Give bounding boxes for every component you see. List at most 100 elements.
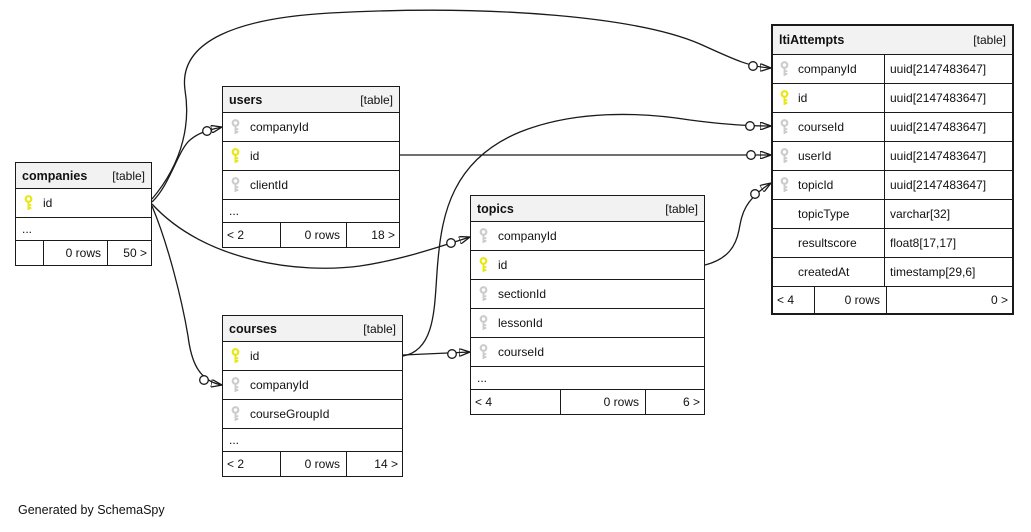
foreign-key-icon [478,344,489,360]
generator-note: Generated by SchemaSpy [18,503,165,517]
table-users-title[interactable]: users [229,92,263,107]
edge-courses-id-to-ltiattempts-courseid [402,113,771,357]
column-row: id [223,342,402,371]
foreign-key-icon [478,228,489,244]
column-type: uuid[2147483647] [890,149,987,163]
cardinality-circle [748,61,758,71]
edge-companies-id-to-users-companyid [151,127,222,203]
column-name: createdAt [798,265,850,279]
table-type-tag: [table] [360,92,393,107]
column-name: courseId [498,345,545,359]
edge-companies-id-to-topics-companyid [151,203,470,269]
row-count: 0 rows [815,287,887,313]
table-type-tag: [table] [665,201,698,216]
column-type: uuid[2147483647] [890,120,987,134]
column-row: createdAt timestamp[29,6] [773,258,1012,287]
ellipsis-label: ... [229,433,240,447]
more-columns-row: ... [223,429,402,452]
more-columns-row: ... [471,367,704,390]
column-name: topicType [798,207,850,221]
row-count: 0 rows [281,223,347,247]
child-count: 0 > [990,293,1008,307]
child-count: 18 > [371,228,395,242]
column-row: courseGroupId [223,400,402,429]
edge-companies-id-to-courses-companyid [151,205,222,385]
table-courses-header: courses [table] [223,316,402,342]
cardinality-circle [745,121,755,131]
column-name: resultscore [798,236,857,250]
column-row: topicType varchar[32] [773,200,1012,229]
column-name: userId [798,149,832,163]
edge-courses-id-to-topics-courseid [402,352,470,355]
table-users-footer: < 2 0 rows 18 > [223,223,399,247]
column-row: companyId uuid[2147483647] [773,55,1012,84]
child-count: 6 > [682,395,700,409]
parent-count: < 4 [773,287,815,313]
table-courses-title[interactable]: courses [229,321,277,336]
table-ltiattempts-footer: < 4 0 rows 0 > [773,287,1012,313]
column-type: float8[17,17] [890,236,957,250]
row-count: 0 rows [561,390,646,414]
column-name: lessonId [498,316,543,330]
table-companies-title[interactable]: companies [22,168,88,183]
foreign-key-icon [478,286,489,302]
foreign-key-icon [779,61,790,77]
primary-key-icon [478,257,489,273]
column-row: resultscore float8[17,17] [773,229,1012,258]
primary-key-icon [230,148,241,164]
ellipsis-label: ... [22,222,33,236]
edge-topics-id-to-ltiattempts-topicid [704,183,771,266]
foreign-key-icon [779,119,790,135]
parent-count: < 2 [223,452,281,476]
table-ltiattempts-header: ltiAttempts [table] [773,26,1012,55]
column-row: userId uuid[2147483647] [773,142,1012,171]
column-row: courseId uuid[2147483647] [773,113,1012,142]
table-courses: courses [table] id companyId [222,315,403,477]
ellipsis-label: ... [229,204,240,218]
column-row: id uuid[2147483647] [773,84,1012,113]
column-name: id [250,149,260,163]
table-ltiattempts: ltiAttempts [table] companyId uuid[21474… [771,24,1014,315]
table-ltiattempts-title[interactable]: ltiAttempts [779,33,845,47]
column-name: id [498,258,508,272]
column-row: topicId uuid[2147483647] [773,171,1012,200]
column-type: uuid[2147483647] [890,178,987,192]
foreign-key-icon [230,377,241,393]
column-row: companyId [471,222,704,251]
foreign-key-icon [779,148,790,164]
cardinality-circle [750,189,760,199]
column-name: clientId [250,178,289,192]
table-type-tag: [table] [363,321,396,336]
parent-count: < 4 [471,390,561,414]
table-companies-footer: 0 rows 50 > [16,241,151,265]
table-type-tag: [table] [112,168,145,183]
table-users-header: users [table] [223,87,399,113]
table-courses-footer: < 2 0 rows 14 > [223,452,402,476]
column-type: uuid[2147483647] [890,91,987,105]
column-name: id [250,349,260,363]
column-name: courseGroupId [250,407,330,421]
column-type: varchar[32] [890,207,951,221]
table-type-tag: [table] [973,33,1006,47]
column-type: timestamp[29,6] [890,265,976,279]
column-row: sectionId [471,280,704,309]
column-name: topicId [798,178,834,192]
foreign-key-icon [230,406,241,422]
column-row: clientId [223,171,399,200]
foreign-key-icon [478,315,489,331]
column-row: companyId [223,113,399,142]
column-row: id [223,142,399,171]
more-columns-row: ... [16,218,151,241]
table-companies-header: companies [table] [16,163,151,189]
column-name: companyId [798,62,857,76]
child-count: 50 > [123,246,147,260]
table-topics-footer: < 4 0 rows 6 > [471,390,704,414]
foreign-key-icon [230,177,241,193]
cardinality-circle [199,375,209,385]
foreign-key-icon [230,119,241,135]
primary-key-icon [23,195,34,211]
table-topics-title[interactable]: topics [477,201,514,216]
column-row: companyId [223,371,402,400]
